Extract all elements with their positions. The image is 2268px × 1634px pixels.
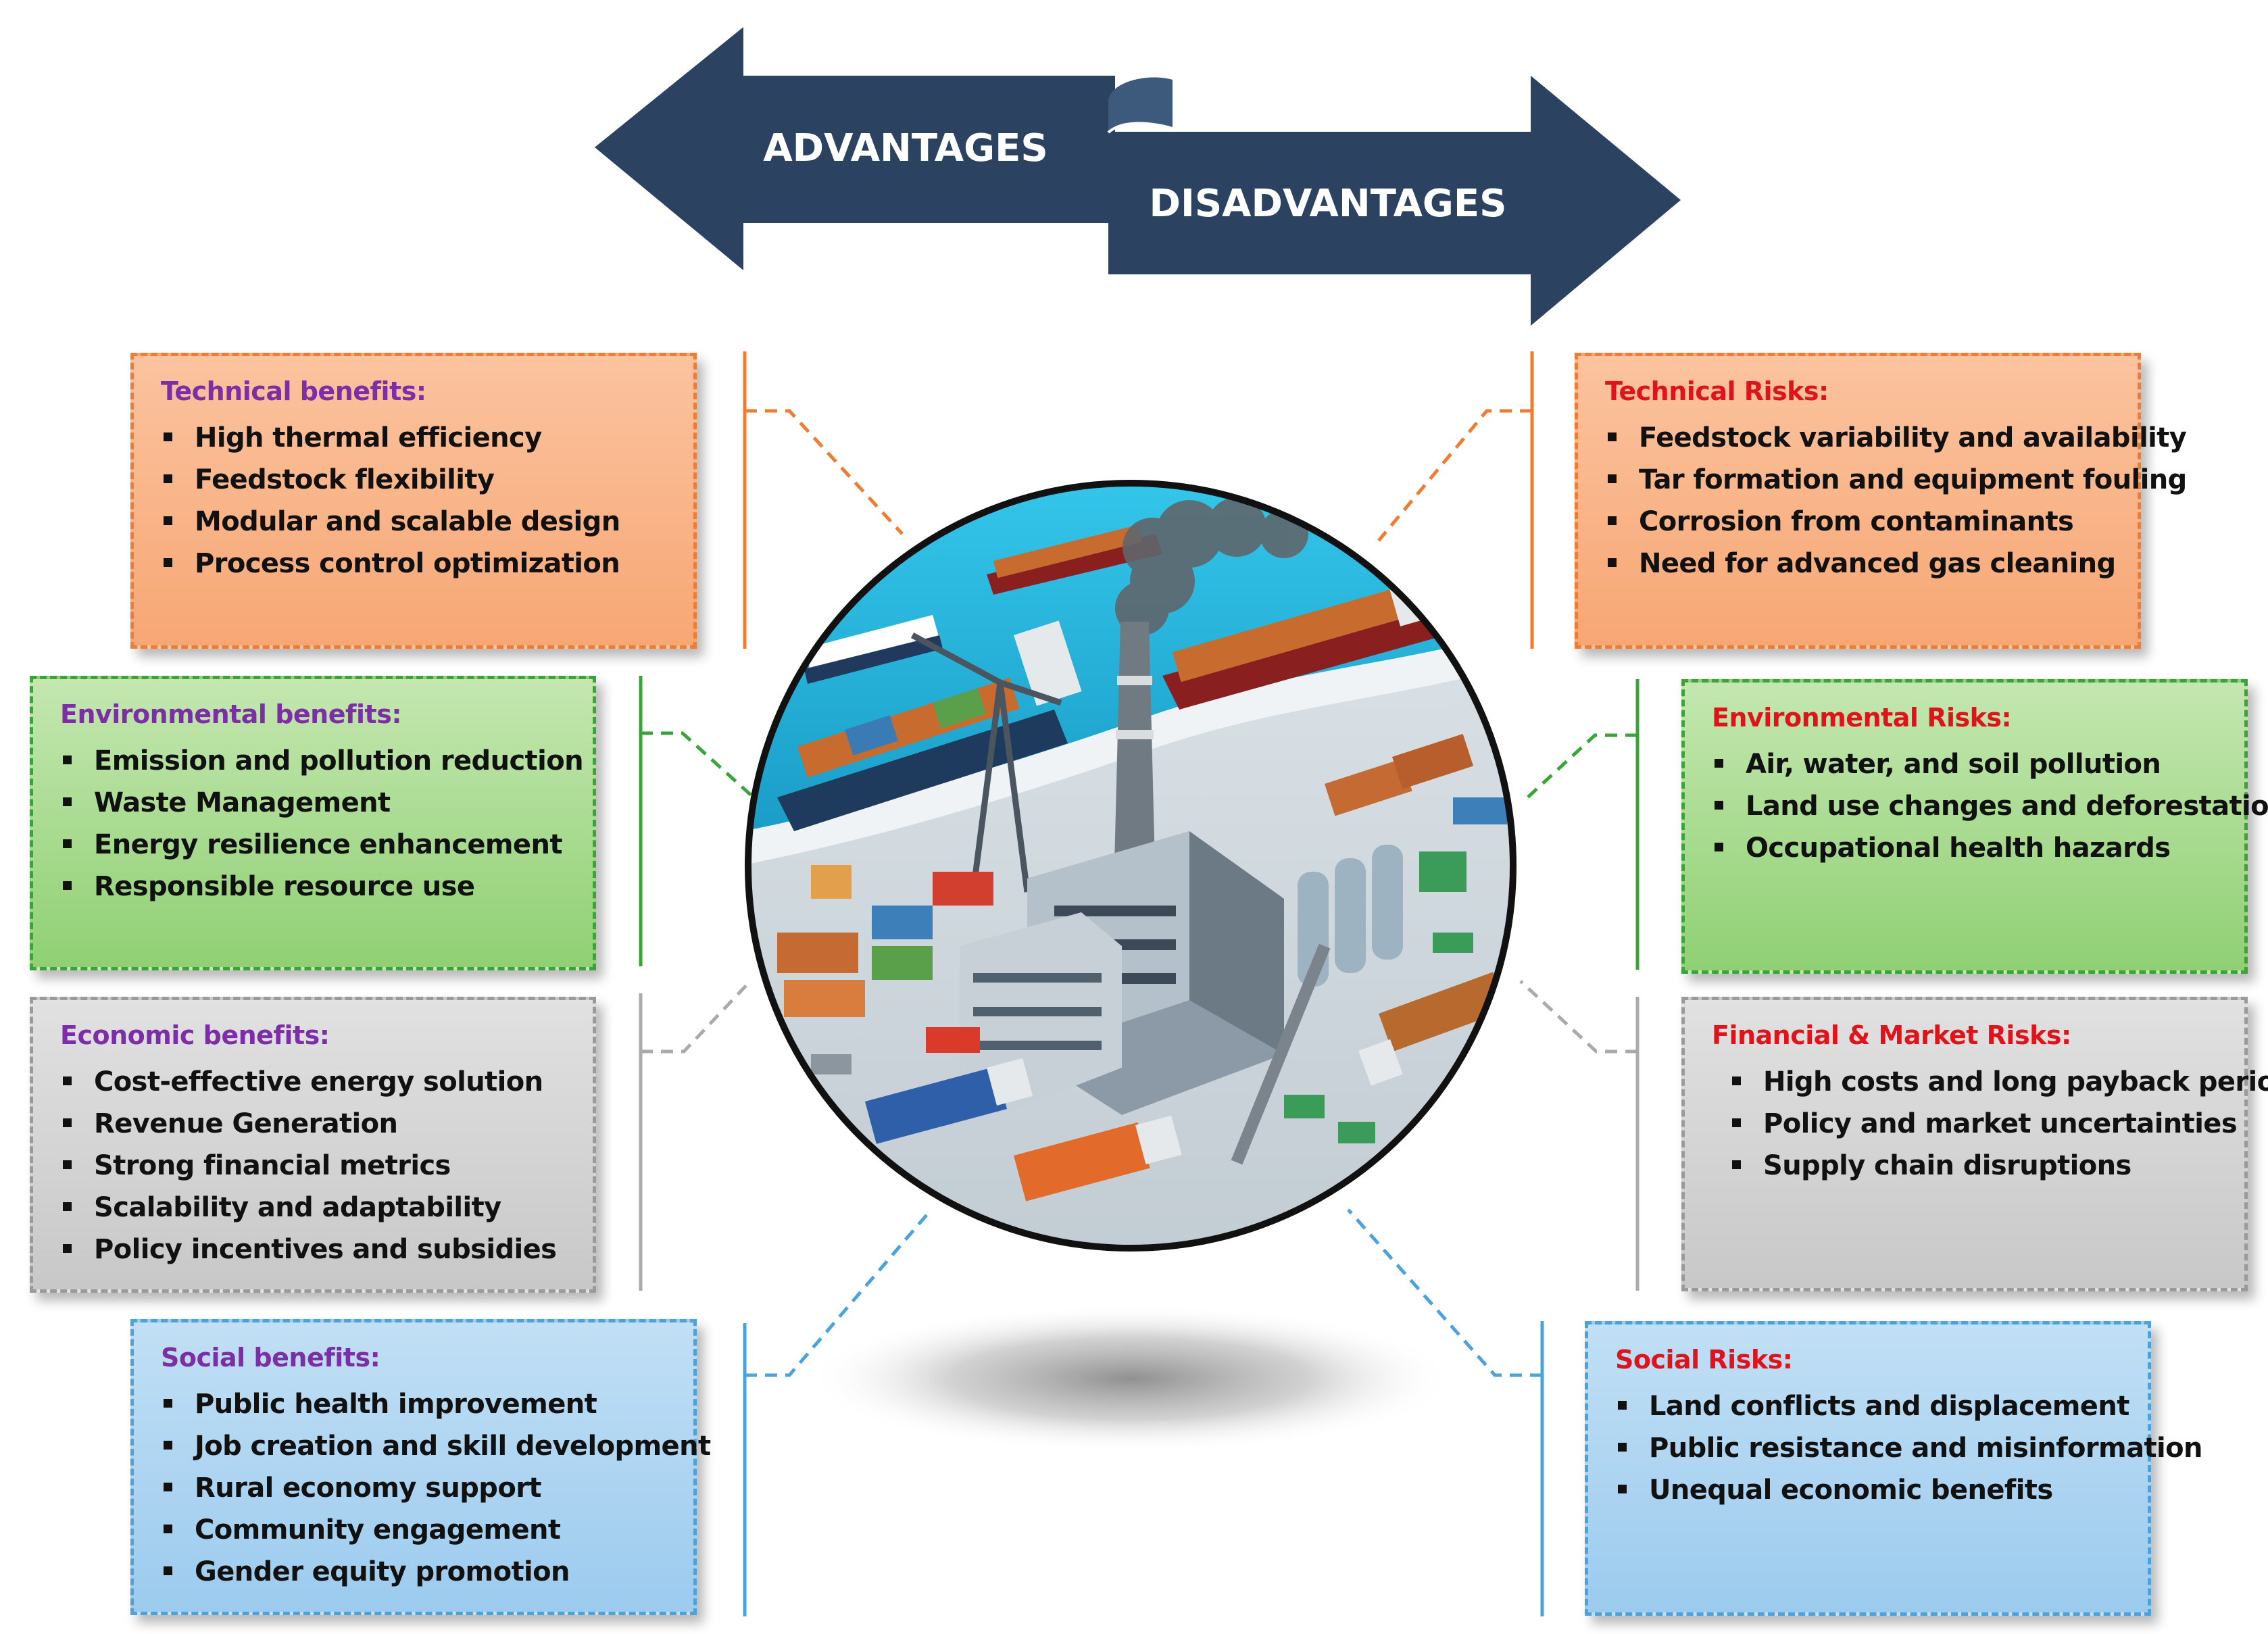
box-title: Social benefits: bbox=[161, 1343, 380, 1372]
disadvantages-arrow bbox=[1108, 76, 1681, 326]
box-title: Economic benefits: bbox=[60, 1020, 330, 1050]
list-item: Gender equity promotion bbox=[161, 1551, 670, 1593]
financial-market-risks-box: Financial & Market Risks: High costs and… bbox=[1681, 997, 2268, 1291]
list-item: Responsible resource use bbox=[60, 866, 570, 908]
illustration-frame bbox=[745, 480, 1517, 1252]
list-item: Modular and scalable design bbox=[161, 501, 670, 543]
list-item: Policy incentives and subsidies bbox=[60, 1229, 570, 1270]
advantages-arrow bbox=[595, 27, 1115, 270]
social-risks-box: Social Risks: Land conflicts and displac… bbox=[1585, 1321, 2203, 1616]
list-item: Feedstock variability and availability bbox=[1605, 417, 2187, 459]
list-item: Rural economy support bbox=[161, 1467, 670, 1509]
circle-shadow bbox=[806, 1304, 1455, 1453]
benefit-list: Emission and pollution reduction Waste M… bbox=[60, 740, 584, 908]
list-item: Public resistance and misinformation bbox=[1615, 1427, 2203, 1469]
list-item: High thermal efficiency bbox=[161, 417, 670, 459]
box-title: Technical Risks: bbox=[1605, 376, 1829, 406]
social-benefits-box: Social benefits: Public health improveme… bbox=[130, 1319, 711, 1615]
scroll-curl bbox=[1108, 77, 1173, 132]
list-item: Job creation and skill development bbox=[161, 1425, 711, 1467]
benefit-list: High thermal efficiency Feedstock flexib… bbox=[161, 417, 670, 585]
connector-line bbox=[1347, 1208, 1542, 1377]
risk-list: Land conflicts and displacement Public r… bbox=[1615, 1385, 2203, 1511]
list-item: Tar formation and equipment fouling bbox=[1605, 459, 2187, 501]
list-item: Land conflicts and displacement bbox=[1615, 1385, 2129, 1427]
list-item: Occupational health hazards bbox=[1712, 827, 2221, 869]
connector-line bbox=[641, 979, 753, 1054]
list-item: Process control optimization bbox=[161, 543, 670, 585]
connector-line bbox=[641, 731, 755, 799]
list-item: Strong financial metrics bbox=[60, 1145, 570, 1187]
advantages-label: ADVANTAGES bbox=[763, 126, 1047, 170]
box-title: Environmental Risks: bbox=[1712, 703, 2012, 733]
benefit-list: Cost-effective energy solution Revenue G… bbox=[60, 1061, 570, 1270]
disadvantages-label: DISADVANTAGES bbox=[1150, 182, 1507, 226]
list-item: Corrosion from contaminants bbox=[1605, 501, 2115, 543]
list-item: Waste Management bbox=[60, 782, 570, 824]
box-title: Environmental benefits: bbox=[60, 699, 402, 729]
risk-list: Air, water, and soil pollution Land use … bbox=[1712, 743, 2268, 869]
list-item: Unequal economic benefits bbox=[1615, 1469, 2125, 1511]
benefit-list: Public health improvement Job creation a… bbox=[161, 1383, 711, 1593]
list-item: Public health improvement bbox=[161, 1383, 670, 1425]
list-item: Energy resilience enhancement bbox=[60, 824, 570, 866]
list-item: Community engagement bbox=[161, 1509, 670, 1551]
list-item: Revenue Generation bbox=[60, 1103, 570, 1145]
list-item: Emission and pollution reduction bbox=[60, 740, 584, 782]
list-item: Policy and market uncertainties bbox=[1729, 1103, 2238, 1145]
risk-list: Feedstock variability and availability T… bbox=[1605, 417, 2187, 585]
list-item: Supply chain disruptions bbox=[1729, 1145, 2221, 1187]
technical-risks-box: Technical Risks: Feedstock variability a… bbox=[1575, 353, 2187, 649]
connector-line bbox=[1523, 733, 1637, 802]
double-arrow: ADVANTAGES DISADVANTAGES bbox=[595, 27, 1681, 326]
list-item: Feedstock flexibility bbox=[161, 459, 670, 501]
list-item: Air, water, and soil pollution bbox=[1712, 743, 2221, 785]
risk-list: High costs and long payback period Polic… bbox=[1712, 1061, 2268, 1187]
box-title: Technical benefits: bbox=[161, 376, 426, 406]
list-item: Scalability and adaptability bbox=[60, 1187, 570, 1229]
guide-bars bbox=[639, 351, 1640, 1616]
list-item: Land use changes and deforestation bbox=[1712, 785, 2268, 827]
connector-line bbox=[1519, 980, 1637, 1054]
connector-line bbox=[745, 1208, 933, 1377]
list-item: Cost-effective energy solution bbox=[60, 1061, 570, 1103]
environmental-benefits-box: Environmental benefits: Emission and pol… bbox=[30, 676, 596, 970]
box-title: Financial & Market Risks: bbox=[1712, 1020, 2071, 1050]
box-title: Social Risks: bbox=[1615, 1345, 1793, 1375]
economic-benefits-box: Economic benefits: Cost-effective energy… bbox=[30, 997, 596, 1293]
connectors bbox=[641, 409, 1637, 1377]
environmental-risks-box: Environmental Risks: Air, water, and soi… bbox=[1681, 679, 2268, 974]
connector-line bbox=[1377, 409, 1532, 542]
list-item: High costs and long payback period bbox=[1729, 1061, 2268, 1103]
scroll-curl-edge bbox=[1107, 122, 1173, 134]
list-item: Need for advanced gas cleaning bbox=[1605, 543, 2116, 585]
connector-line bbox=[745, 409, 904, 535]
central-illustration bbox=[748, 483, 1513, 1248]
technical-benefits-box: Technical benefits: High thermal efficie… bbox=[130, 353, 697, 649]
